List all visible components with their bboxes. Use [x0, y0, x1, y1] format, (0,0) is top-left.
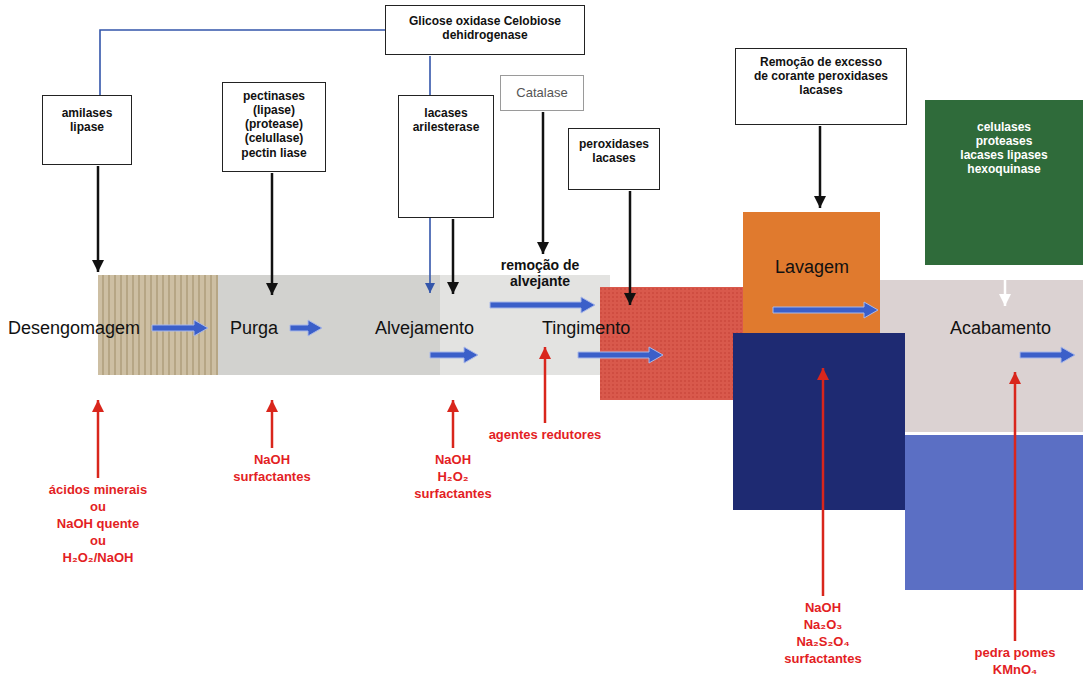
chemical-label: ou [90, 499, 106, 515]
flow-arrow [490, 297, 595, 313]
chemical-label: pedra pomes [975, 645, 1056, 661]
stage-label: Lavagem [775, 256, 849, 278]
enzyme-box: Remoção de excesso de corante peroxidase… [735, 48, 907, 125]
enzyme-arrow [452, 219, 455, 294]
chemical-arrow [452, 400, 455, 448]
chemical-label: surfactantes [784, 651, 861, 667]
chemical-label: Na₂O₃ [804, 617, 843, 633]
chemical-label: ou [90, 533, 106, 549]
chemical-label: H₂O₂/NaOH [63, 550, 134, 566]
chemical-label: NaOH [254, 452, 290, 468]
flow-arrow [430, 347, 478, 363]
chemical-label: KMnO₄ [993, 662, 1037, 678]
enzyme-arrow [1004, 266, 1007, 306]
flow-arrow [290, 320, 322, 336]
enzyme-arrow [629, 191, 632, 305]
node-text: peroxidases lacases [577, 137, 651, 165]
enzyme-box: Catalase [500, 75, 584, 111]
node-text: pectinases (lipase) (protease) (celullas… [235, 89, 313, 160]
chemical-arrow [544, 347, 547, 423]
enzyme-arrow [819, 126, 822, 208]
fabric-swatch-box: celulases proteases lacases lipases hexo… [925, 100, 1083, 265]
chemical-label: H₂O₂ [437, 469, 468, 485]
flow-arrow [578, 347, 663, 363]
stage-label: Desengomagem [8, 317, 140, 339]
chemical-label: ácidos minerais [49, 482, 147, 498]
chemical-arrow [271, 400, 274, 448]
enzyme-box: amilases lipase [42, 95, 132, 165]
chemical-arrow [822, 368, 825, 596]
chemical-label: agentes redutores [489, 427, 602, 443]
chemical-label: NaOH quente [57, 516, 139, 532]
stage-label: Purga [230, 317, 278, 339]
enzyme-arrow [542, 112, 545, 254]
enzyme-box: lacases arilesterase [398, 95, 494, 218]
fabric-swatch [905, 435, 1083, 590]
enzyme-box: peroxidases lacases [568, 128, 660, 190]
node-text: celulases proteases lacases lipases hexo… [959, 120, 1049, 177]
node-text: Catalase [516, 85, 567, 100]
chemical-arrow [1014, 372, 1017, 641]
flow-arrow [152, 320, 208, 336]
fabric-swatch [600, 287, 745, 400]
chemical-label: NaOH [435, 452, 471, 468]
node-text: amilases lipase [53, 106, 121, 134]
chemical-label: surfactantes [414, 486, 491, 502]
enzyme-box: pectinases (lipase) (protease) (celullas… [222, 82, 326, 172]
stage-label: Tingimento [542, 317, 630, 339]
fabric-swatch [743, 212, 880, 335]
chemical-label: surfactantes [233, 469, 310, 485]
flow-arrow [773, 302, 878, 318]
enzyme-box: Glicose oxidase Celobiose dehidrogenase [385, 5, 585, 55]
stage-label: Alvejamento [375, 317, 474, 339]
node-text: lacases arilesterase [407, 106, 485, 134]
enzyme-arrow [97, 166, 100, 272]
chemical-label: Na₂S₂O₄ [796, 634, 849, 650]
node-text: Remoção de excesso de corante peroxidase… [752, 55, 890, 97]
flow-arrow [1020, 347, 1075, 363]
stage-label: Acabamento [950, 317, 1051, 339]
fabric-swatch [733, 333, 905, 510]
step-note: remoção de alvejante [488, 257, 592, 289]
chemical-arrow [97, 400, 100, 478]
node-text: Glicose oxidase Celobiose dehidrogenase [398, 14, 572, 42]
enzyme-arrow [271, 173, 274, 295]
chemical-label: NaOH [805, 600, 841, 616]
